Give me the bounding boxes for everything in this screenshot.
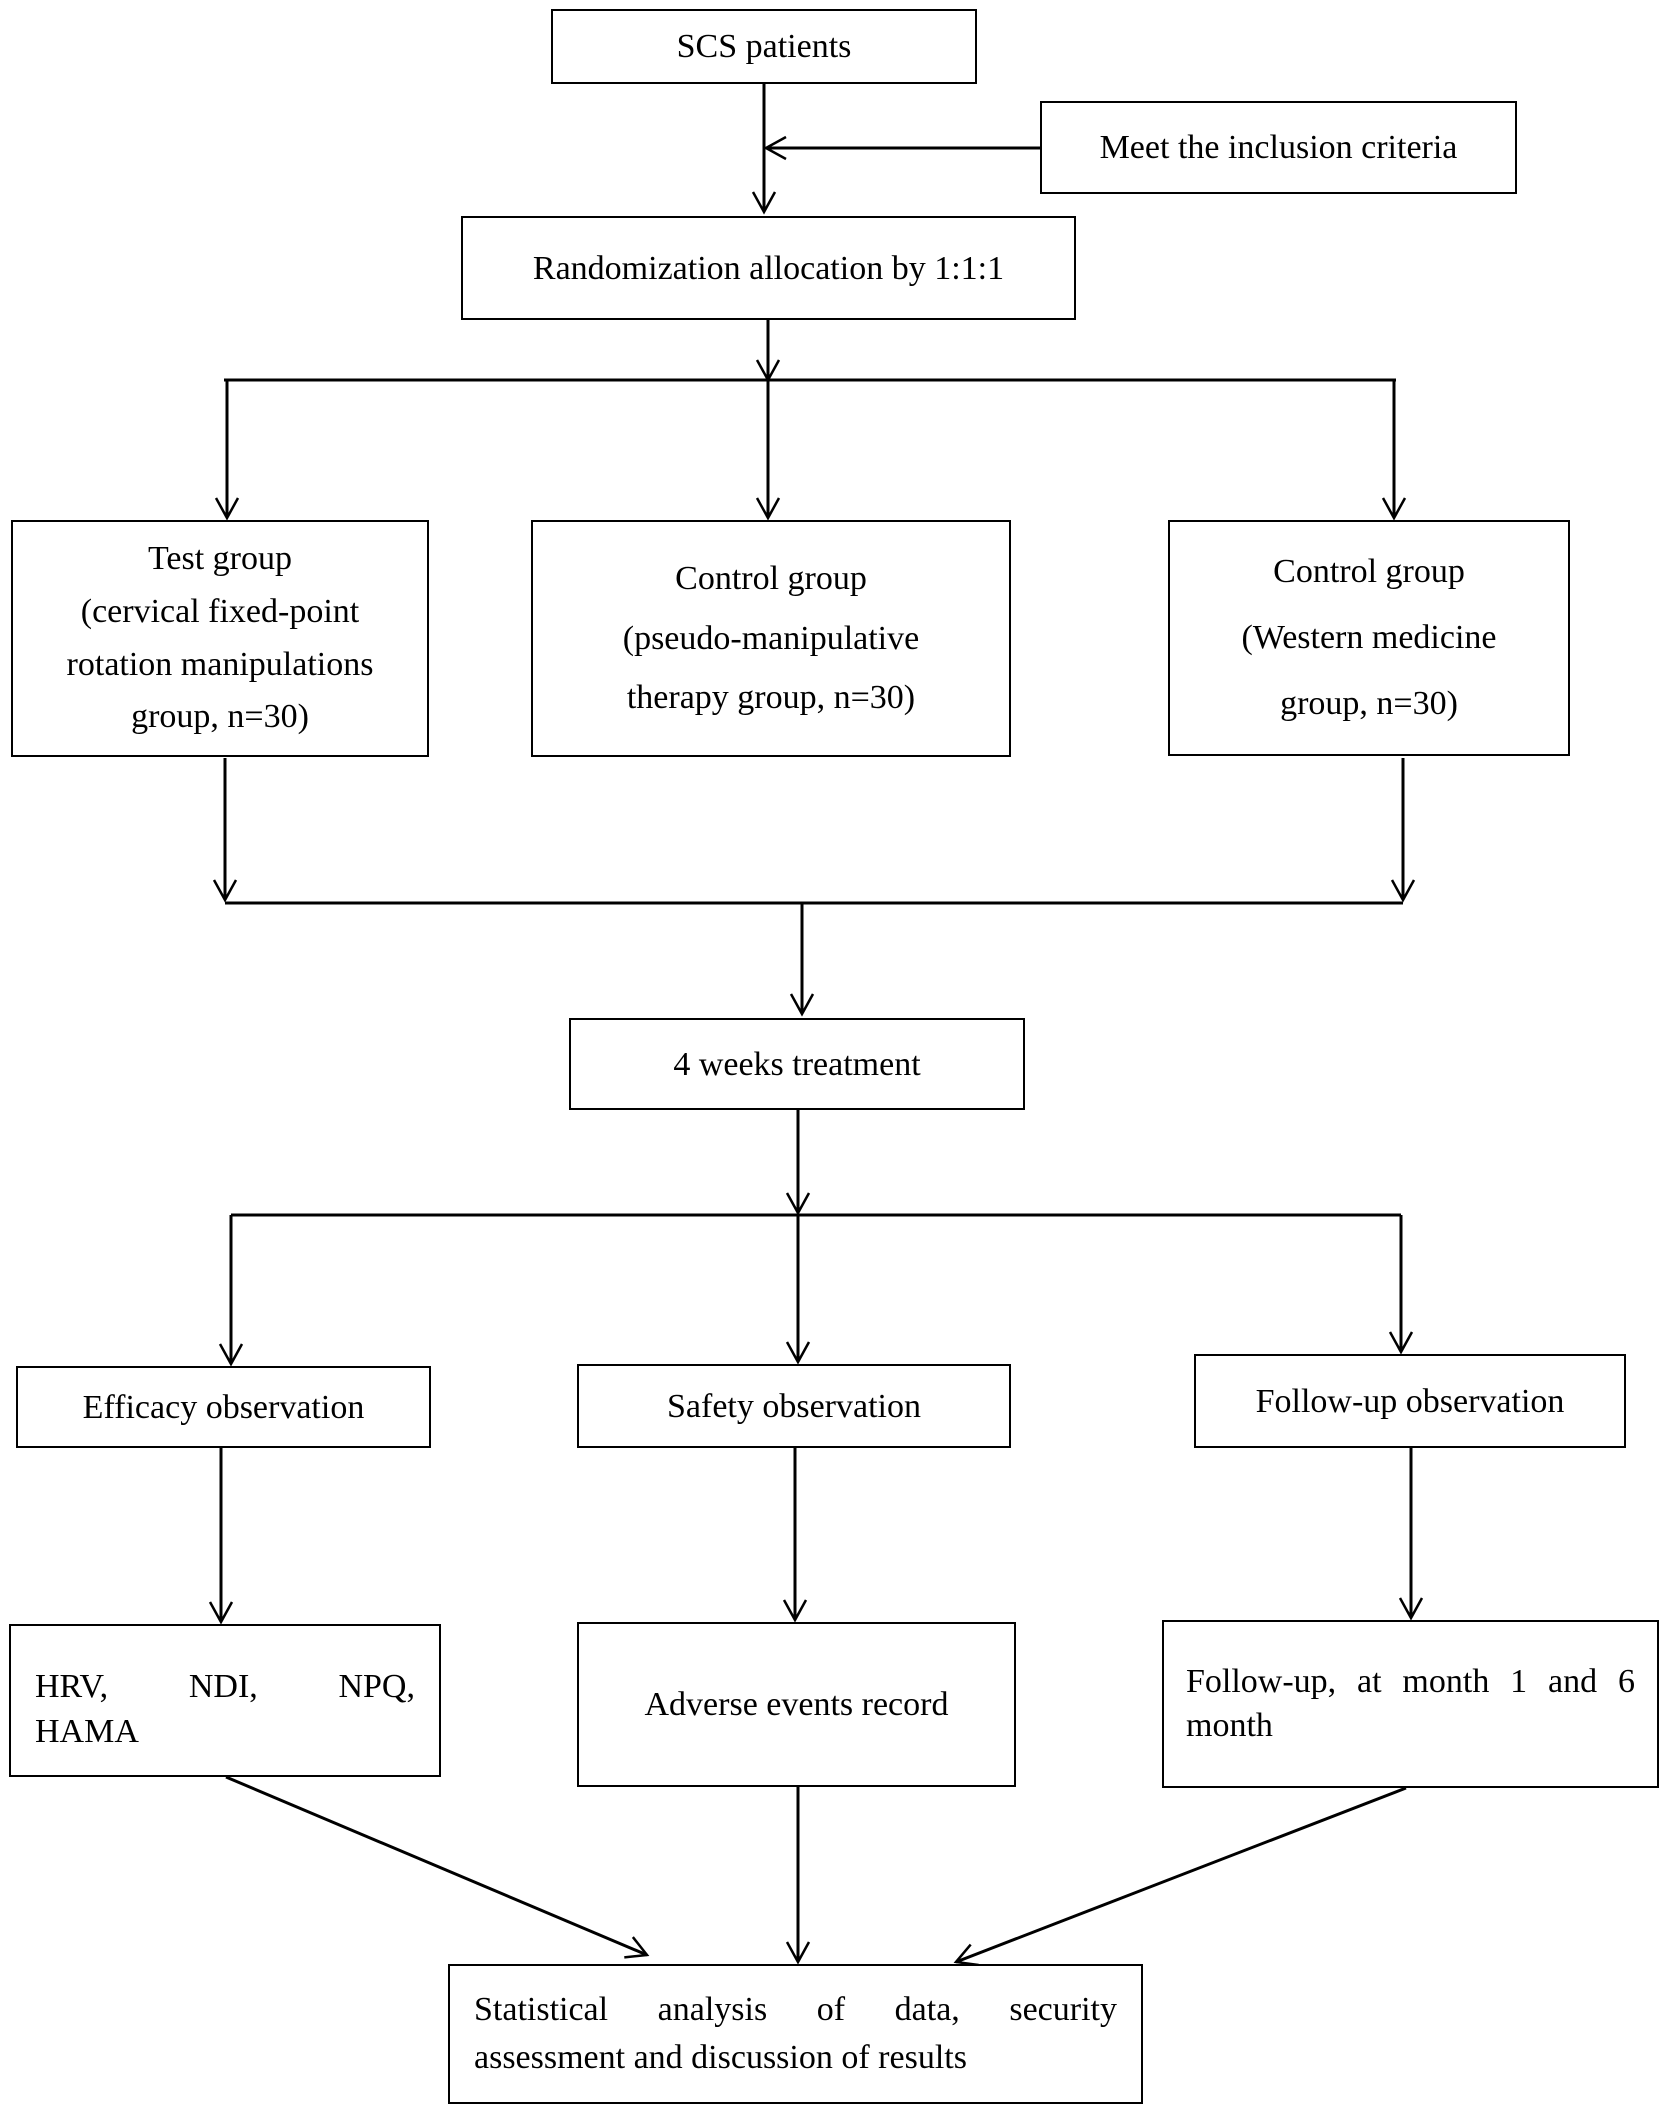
followup-detail-line1: Follow-up, at month 1 and 6 — [1186, 1662, 1635, 1700]
safety-observation-label: Safety observation — [667, 1387, 921, 1425]
test-group-line4: group, n=30) — [131, 698, 309, 736]
safety-observation-box: Safety observation — [577, 1364, 1011, 1448]
efficacy-measures-line2: HAMA — [35, 1712, 139, 1750]
adverse-events-box: Adverse events record — [577, 1622, 1016, 1787]
control-western-line3: group, n=30) — [1280, 685, 1458, 723]
test-group-line3: rotation manipulations — [66, 645, 374, 683]
control-pseudo-box: Control group (pseudo-manipulative thera… — [531, 520, 1011, 757]
efficacy-measures-box: HRV, NDI, NPQ, HAMA — [9, 1624, 441, 1777]
randomization-box: Randomization allocation by 1:1:1 — [461, 216, 1076, 320]
scs-patients-box: SCS patients — [551, 9, 977, 84]
control-western-line1: Control group — [1273, 552, 1465, 590]
scs-patients-label: SCS patients — [676, 28, 852, 65]
efficacy-observation-label: Efficacy observation — [82, 1388, 365, 1426]
control-western-line2: (Western medicine — [1241, 618, 1497, 656]
inclusion-criteria-box: Meet the inclusion criteria — [1040, 101, 1517, 194]
statistical-analysis-line1: Statistical analysis of data, security — [474, 1991, 1117, 2029]
followup-observation-box: Follow-up observation — [1194, 1354, 1626, 1448]
statistical-analysis-line2: assessment and discussion of results — [474, 2039, 967, 2076]
control-pseudo-line3: therapy group, n=30) — [626, 679, 916, 717]
test-group-box: Test group (cervical fixed-point rotatio… — [11, 520, 429, 757]
efficacy-observation-box: Efficacy observation — [16, 1366, 431, 1448]
control-pseudo-line2: (pseudo-manipulative — [622, 619, 920, 657]
adverse-events-label: Adverse events record — [644, 1686, 949, 1723]
test-group-line1: Test group — [148, 540, 292, 578]
statistical-analysis-box: Statistical analysis of data, security a… — [448, 1964, 1143, 2104]
inclusion-criteria-label: Meet the inclusion criteria — [1099, 129, 1458, 166]
test-group-line2: (cervical fixed-point — [80, 592, 360, 630]
followup-detail-box: Follow-up, at month 1 and 6 month — [1162, 1620, 1659, 1788]
treatment-label: 4 weeks treatment — [673, 1045, 921, 1083]
treatment-box: 4 weeks treatment — [569, 1018, 1025, 1110]
arrow-measures-to-statistical — [225, 1775, 650, 1959]
efficacy-measures-line1: HRV, NDI, NPQ, — [35, 1668, 415, 1706]
followup-observation-label: Follow-up observation — [1255, 1382, 1565, 1420]
control-western-box: Control group (Western medicine group, n… — [1168, 520, 1570, 756]
randomization-label: Randomization allocation by 1:1:1 — [532, 249, 1005, 287]
followup-detail-line2: month — [1186, 1707, 1273, 1744]
arrow-followup-to-statistical — [953, 1786, 1407, 1967]
control-pseudo-line1: Control group — [675, 560, 867, 598]
